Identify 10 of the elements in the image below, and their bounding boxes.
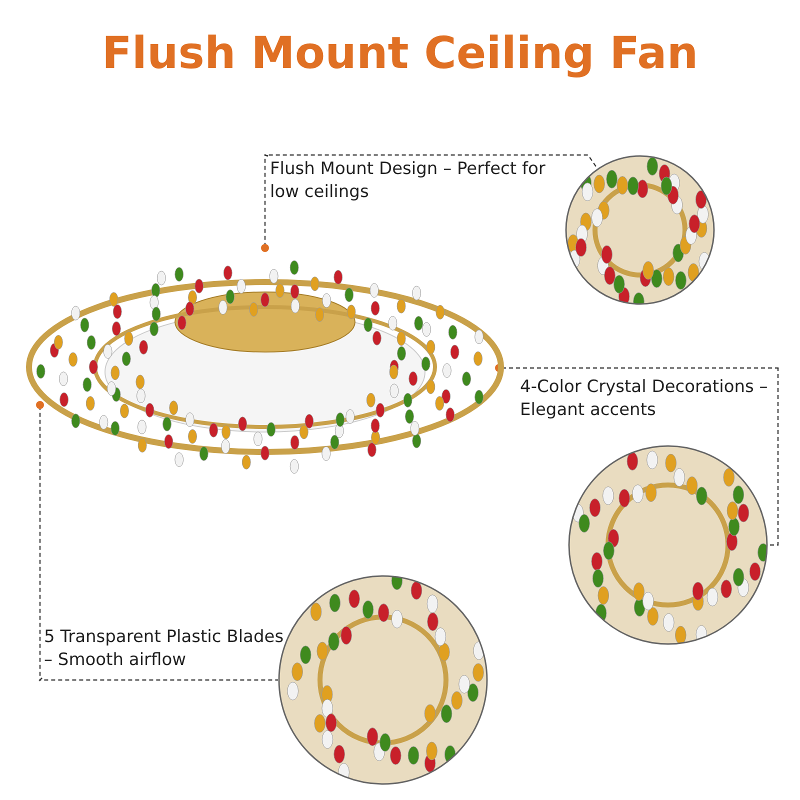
callout-text: 5 Transparent Plastic Blades – Smooth airflow xyxy=(36,618,286,684)
leader-line xyxy=(495,364,779,372)
leader-line xyxy=(264,154,598,169)
leader-line xyxy=(261,154,269,252)
title: Flush Mount Ceiling Fan xyxy=(100,28,700,79)
callout-text: Flush Mount Design – Perfect for low ceilings xyxy=(262,150,558,210)
leader-line xyxy=(768,367,779,546)
callout-text: 4-Color Crystal Decorations – Elegant accents xyxy=(512,363,788,429)
leader-line xyxy=(38,678,278,681)
leader-line xyxy=(36,401,44,682)
